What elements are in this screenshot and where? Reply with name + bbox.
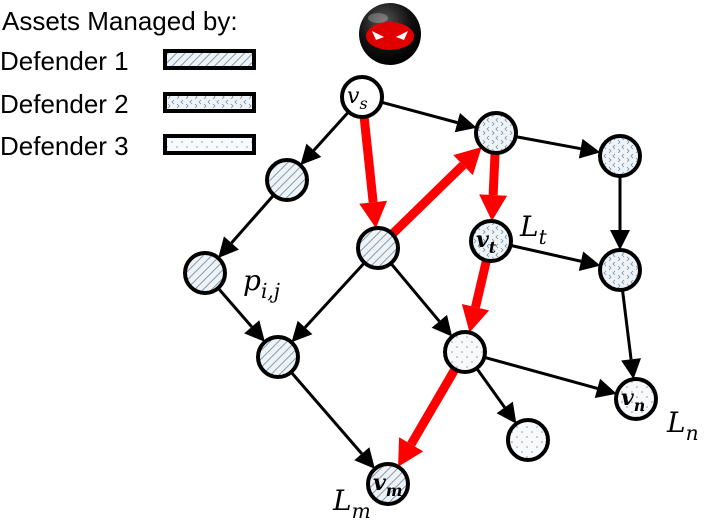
node-circle	[265, 158, 309, 202]
arrowhead-icon	[453, 146, 482, 176]
annotation-label: pi,j	[243, 264, 280, 303]
legend-label-defender-1: Defender 1	[0, 46, 129, 76]
legend-title: Assets Managed by:	[2, 6, 238, 36]
arrowhead-icon	[496, 401, 517, 424]
graph-edge	[483, 355, 617, 399]
annotation-label: Lt	[519, 210, 548, 249]
arrowhead-icon	[578, 251, 601, 271]
arrowhead-icon	[610, 230, 630, 250]
graph-node	[443, 330, 487, 374]
arrowhead-icon	[621, 358, 642, 380]
graph-node-vt: vt	[469, 219, 513, 263]
node-circle	[183, 251, 227, 295]
graph-node	[183, 251, 227, 295]
node-circle	[356, 226, 400, 270]
node-label: vs	[347, 84, 368, 113]
graph-node-vn: vn	[614, 377, 658, 421]
graph-edge	[620, 289, 642, 380]
attack-path-edge	[359, 116, 388, 229]
arrowhead-icon	[300, 143, 322, 166]
graph-node-vm: vm	[366, 462, 410, 506]
graph-edge	[510, 243, 601, 271]
legend-swatch-defender-3	[163, 134, 256, 155]
attack-path-edge	[461, 259, 491, 333]
attack-path-edge	[389, 146, 482, 238]
legend-swatch-defender-1	[163, 49, 256, 70]
ninja-attacker-icon	[359, 3, 421, 65]
arrowhead-icon	[594, 378, 617, 399]
node-circle	[469, 219, 513, 263]
arrowhead-icon	[578, 138, 601, 159]
graph-edge	[216, 287, 265, 342]
legend: Assets Managed by: Defender 1 Defender 2…	[0, 6, 256, 161]
graph-edge	[610, 176, 630, 250]
graph-node-vs: vs	[340, 75, 384, 119]
node-circle	[614, 377, 658, 421]
arrowhead-icon	[431, 314, 453, 337]
graph-edge	[380, 100, 477, 133]
graph-edge	[515, 135, 601, 159]
node-circle	[506, 418, 550, 462]
node-circle	[340, 75, 384, 119]
graph-edge	[218, 194, 275, 258]
graph-edge	[475, 367, 517, 424]
node-circle	[366, 462, 410, 506]
node-label: vm	[373, 470, 403, 500]
arrowhead-icon	[244, 320, 265, 342]
graph-node	[598, 134, 642, 178]
node-label: vt	[476, 227, 497, 257]
node-label: vn	[621, 385, 645, 415]
graph-node	[598, 248, 642, 292]
arrowhead-icon	[218, 236, 239, 258]
node-circle	[443, 330, 487, 374]
node-circle	[474, 111, 518, 155]
graph-edge	[389, 262, 453, 337]
attack-path-edge	[479, 152, 508, 222]
node-circle	[598, 134, 642, 178]
node-circle	[598, 248, 642, 292]
legend-swatch-defender-2	[163, 92, 256, 113]
graph-edge	[291, 261, 366, 343]
graph-node	[256, 335, 300, 379]
legend-label-defender-3: Defender 3	[0, 131, 129, 161]
annotation-label: Ln	[666, 406, 699, 445]
arrowhead-icon	[359, 200, 388, 229]
graph-node	[356, 226, 400, 270]
graph-node	[265, 158, 309, 202]
legend-label-defender-2: Defender 2	[0, 89, 129, 119]
graph-node	[474, 111, 518, 155]
attack-path-edge	[398, 367, 459, 467]
node-circle	[256, 335, 300, 379]
graph-edge	[289, 371, 375, 469]
arrowhead-icon	[479, 194, 508, 222]
arrowhead-icon	[398, 437, 424, 467]
arrowhead-icon	[291, 320, 313, 343]
graph-edge	[300, 110, 350, 166]
annotation-label: Lm	[332, 484, 371, 523]
arrowhead-icon	[354, 447, 375, 469]
arrowhead-icon	[461, 304, 490, 333]
arrowhead-icon	[454, 112, 477, 133]
graph-node	[506, 418, 550, 462]
